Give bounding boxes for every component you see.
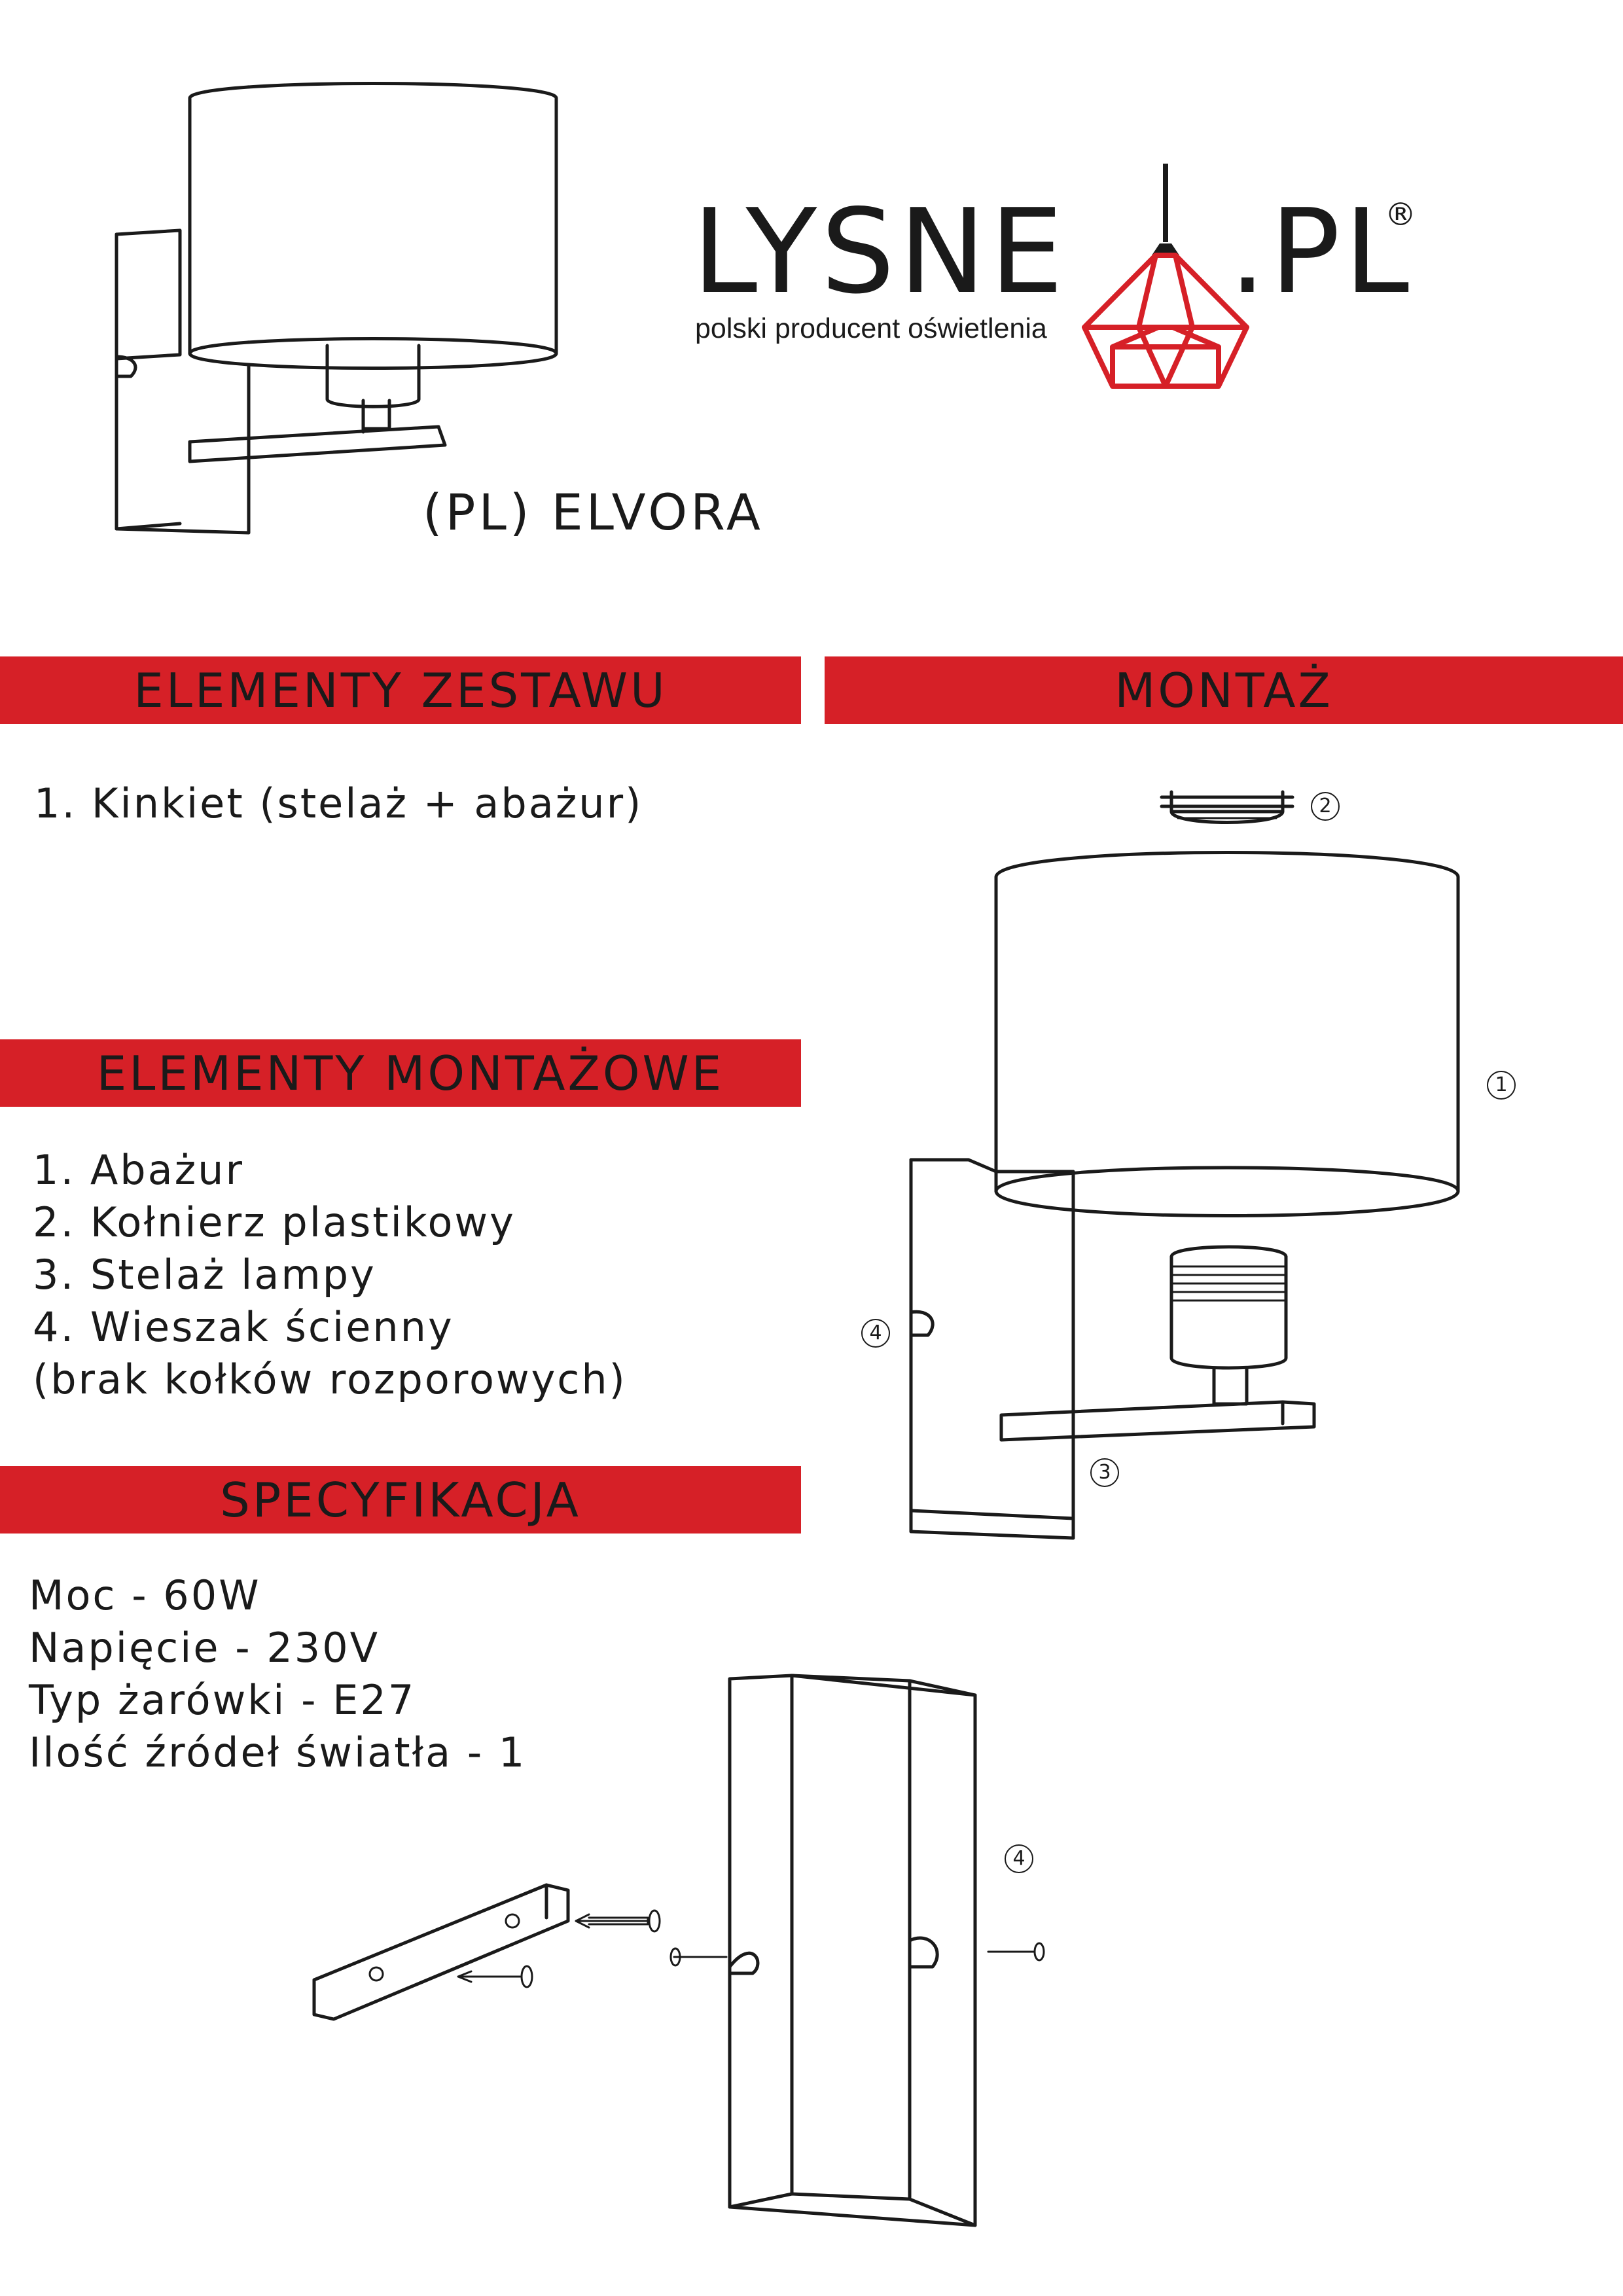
callout-4-bottom: 4 bbox=[1005, 1844, 1033, 1873]
section-header-kit: ELEMENTY ZESTAWU bbox=[0, 656, 801, 724]
section-header-spec: SPECYFIKACJA bbox=[0, 1466, 801, 1534]
section-heading: MONTAŻ bbox=[1115, 662, 1333, 718]
brand-name-right: .PL bbox=[1229, 184, 1414, 319]
list-item: 2. Kołnierz plastikowy bbox=[33, 1198, 516, 1246]
spec-item: Ilość źródeł światła - 1 bbox=[29, 1729, 527, 1776]
section-heading: ELEMENTY ZESTAWU bbox=[134, 662, 668, 718]
registered-mark: ® bbox=[1385, 196, 1416, 233]
section-header-assembly: MONTAŻ bbox=[825, 656, 1623, 724]
brand-tagline: polski producent oświetlenia bbox=[695, 313, 1047, 344]
callout-2: 2 bbox=[1311, 792, 1340, 821]
brand-name-left: LYSNE bbox=[692, 184, 1067, 319]
callout-3: 3 bbox=[1090, 1458, 1119, 1487]
spec-list: Moc - 60W Napięcie - 230V Typ żarówki - … bbox=[29, 1570, 526, 1779]
section-heading: ELEMENTY MONTAŻOWE bbox=[96, 1045, 724, 1101]
section-header-mounting-parts: ELEMENTY MONTAŻOWE bbox=[0, 1039, 801, 1107]
callout-1: 1 bbox=[1487, 1071, 1516, 1100]
mounting-parts-list: 1. Abażur 2. Kołnierz plastikowy 3. Stel… bbox=[33, 1144, 627, 1406]
list-item: (brak kołków rozporowych) bbox=[33, 1355, 627, 1403]
list-item: 4. Wieszak ścienny bbox=[33, 1303, 454, 1351]
section-heading: SPECYFIKACJA bbox=[220, 1472, 581, 1528]
spec-item: Napięcie - 230V bbox=[29, 1624, 380, 1672]
list-item: 3. Stelaż lampy bbox=[33, 1251, 376, 1299]
callout-4: 4 bbox=[861, 1319, 890, 1348]
spec-item: Typ żarówki - E27 bbox=[29, 1676, 416, 1724]
spec-item: Moc - 60W bbox=[29, 1571, 261, 1619]
list-item: 1. Abażur bbox=[33, 1146, 244, 1194]
product-title: (PL) ELVORA bbox=[423, 483, 764, 541]
kit-list-item: 1. Kinkiet (stelaż + abażur) bbox=[34, 780, 643, 827]
